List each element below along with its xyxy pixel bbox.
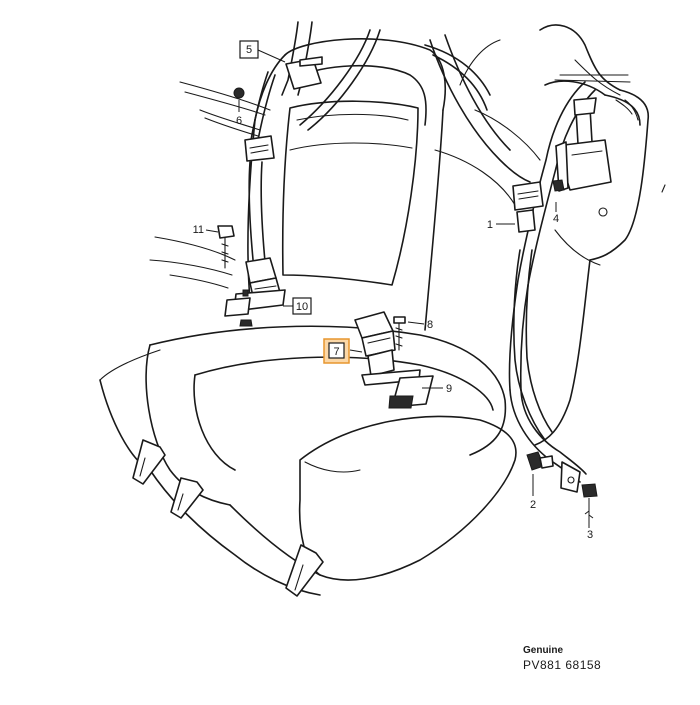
part-code-footer: Genuine PV881 68158 [523, 645, 601, 673]
callout-11: 11 [193, 224, 204, 236]
callout-2-number: 2 [530, 499, 536, 511]
callout-5-number: 5 [246, 44, 252, 56]
callout-1: 1 [487, 219, 493, 231]
callout-8: 8 [427, 319, 433, 331]
callout-6: 6 [233, 87, 245, 127]
part-code: PV881 68158 [523, 657, 602, 672]
callout-7-highlighted: 7 [323, 338, 350, 364]
callout-10: 10 [292, 297, 312, 315]
center-buckle-assembly [354, 311, 434, 409]
left-buckle-assembly [217, 225, 286, 327]
callout-10-number: 10 [296, 301, 308, 313]
callout-6-number: 6 [236, 115, 242, 127]
callout-9: 9 [446, 383, 452, 395]
side-trim-panel [434, 24, 666, 446]
callout-2: 2 [530, 499, 536, 511]
outer-belt-assembly [508, 81, 612, 498]
genuine-label: Genuine [523, 645, 564, 656]
leader-lines [205, 49, 594, 528]
callout-3: 3 [587, 529, 593, 541]
callout-3-number: 3 [587, 529, 593, 541]
center-belt-upper [244, 21, 381, 273]
callout-4: 4 [553, 213, 559, 225]
callout-4-number: 4 [553, 213, 559, 225]
callout-5: 5 [239, 40, 259, 59]
diagonal-belt [429, 34, 531, 183]
callout-8-number: 8 [427, 319, 433, 331]
callout-11-number: 11 [193, 224, 204, 236]
callout-7-number: 7 [333, 346, 339, 358]
seat-back [149, 38, 501, 331]
callout-9-number: 9 [446, 383, 452, 395]
callout-1-number: 1 [487, 219, 493, 231]
seat-cushion [99, 325, 517, 597]
